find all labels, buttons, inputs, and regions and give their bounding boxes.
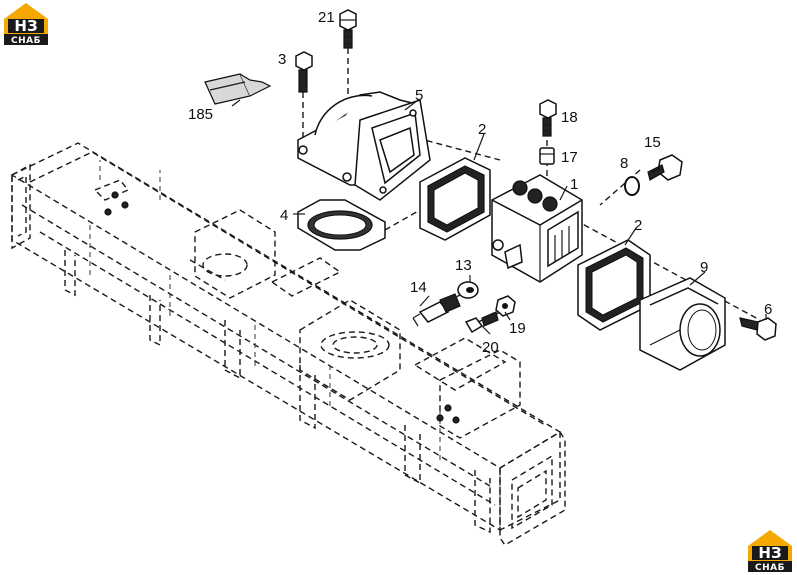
callout-2-upper: 2	[478, 121, 486, 138]
part-21-bolt	[339, 9, 357, 49]
part-20-fitting	[464, 311, 499, 334]
part-9-outlet-elbow	[639, 277, 726, 371]
callout-185: 185	[188, 106, 213, 123]
callout-15: 15	[644, 134, 661, 151]
part-4-gasket	[297, 199, 386, 251]
callout-13: 13	[455, 257, 472, 274]
logo-bottom-text: СНАБ	[11, 36, 41, 46]
part-14-sensor	[412, 293, 461, 327]
part-17-plug	[539, 147, 555, 165]
exhaust-manifold	[10, 142, 566, 546]
part-2-upper-gasket	[419, 157, 491, 241]
part-1-valve-body	[491, 174, 583, 283]
callout-leaders	[231, 99, 767, 335]
part-6-bolt	[739, 317, 777, 341]
callout-8: 8	[620, 155, 628, 172]
callout-19: 19	[509, 320, 526, 337]
callout-14: 14	[410, 279, 427, 296]
callout-1: 1	[570, 176, 578, 193]
callout-3: 3	[278, 51, 286, 68]
callout-labels: 21 3 185 5 2 18 17 15 8 1 4 2 9 13 14 19…	[188, 9, 772, 356]
logo-top-text: НЗ	[14, 17, 37, 35]
house-logo-icon: НЗ СНАБ	[748, 530, 792, 573]
part-8-o-ring	[624, 176, 640, 196]
part-18-bolt	[539, 99, 557, 137]
callout-18: 18	[561, 109, 578, 126]
brand-logo-top-left[interactable]: НЗ СНАБ	[2, 1, 50, 47]
logo-top-text: НЗ	[758, 544, 781, 562]
callout-21: 21	[318, 9, 335, 26]
part-13-washer	[457, 281, 479, 299]
part-3-bolt	[295, 51, 313, 93]
callout-6: 6	[764, 301, 772, 318]
part-2-lower-gasket	[577, 239, 651, 331]
part-185-sealant-tube	[204, 73, 272, 105]
callout-20: 20	[482, 339, 499, 356]
house-logo-icon: НЗ СНАБ	[4, 3, 48, 46]
part-19-nut	[495, 295, 516, 317]
brand-logo-bottom-right[interactable]: НЗ СНАБ	[746, 528, 794, 574]
part-5-elbow-housing	[297, 91, 431, 201]
callout-4: 4	[280, 207, 288, 224]
callout-5: 5	[415, 87, 423, 104]
part-15-bolt	[647, 154, 683, 181]
callout-9: 9	[700, 259, 708, 276]
callout-2-lower: 2	[634, 217, 642, 234]
callout-17: 17	[561, 149, 578, 166]
logo-bottom-text: СНАБ	[755, 563, 785, 573]
